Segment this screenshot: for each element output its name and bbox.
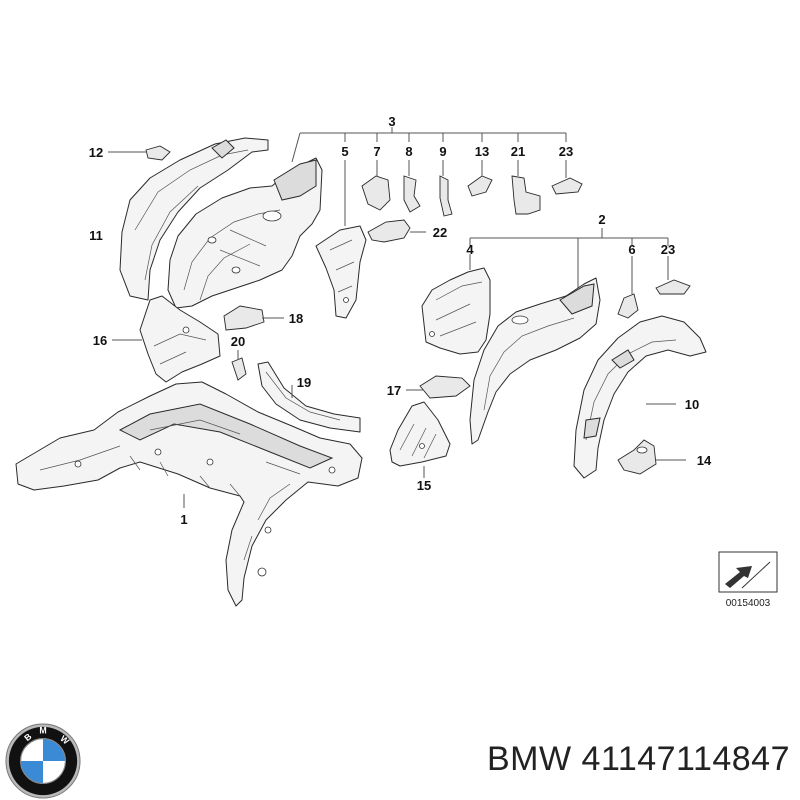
part-18-bracket [223, 305, 284, 331]
callout-2-bracket [469, 228, 669, 290]
callout-1: 1 [180, 512, 187, 527]
part-16-side-panel [112, 295, 221, 383]
part-23-bracket-right [655, 256, 691, 295]
callout-2: 2 [598, 212, 605, 227]
part-17-bracket [406, 375, 471, 399]
svg-text:B: B [22, 731, 33, 743]
callout-22: 22 [433, 225, 447, 240]
direction-arrow-icon [725, 566, 752, 588]
callout-9: 9 [439, 144, 446, 159]
part-15-panel [389, 401, 451, 478]
part-12-clip [108, 145, 171, 161]
part-4-panel [421, 254, 491, 355]
callout-15: 15 [417, 478, 431, 493]
bmw-logo: B M W [5, 723, 81, 799]
part-9-bracket [439, 160, 453, 217]
svg-text:M: M [39, 726, 46, 736]
reference-number: 00154003 [726, 598, 771, 609]
part-number-caption: BMW 41147114847 [487, 740, 790, 778]
part-10-wheel-arch-liner [573, 315, 707, 479]
part-23-bracket-top [551, 160, 583, 195]
part-11-wheel-arch-outer [119, 137, 269, 301]
part-2-wheel-house-right [469, 277, 601, 445]
callout-14: 14 [697, 453, 712, 468]
part-6-clip [617, 256, 639, 319]
callout-3-bracket [291, 127, 567, 163]
callout-17: 17 [387, 383, 401, 398]
reference-box: 00154003 [718, 551, 778, 609]
part-5-bracket-plate [315, 160, 367, 319]
part-20-clip [231, 350, 247, 381]
callout-6: 6 [628, 242, 635, 257]
part-22-bracket [367, 219, 426, 243]
callout-16: 16 [93, 333, 107, 348]
part-19-rail [257, 361, 361, 433]
callout-8: 8 [405, 144, 412, 159]
callout-labels: 3 5 7 8 9 13 21 23 12 11 22 2 4 6 23 18 … [89, 114, 712, 527]
part-7-bracket [361, 160, 391, 211]
callout-18: 18 [289, 311, 303, 326]
part-13-bracket [467, 160, 493, 197]
callout-13: 13 [475, 144, 489, 159]
callout-23-right: 23 [661, 242, 675, 257]
part-14-mount [617, 439, 686, 475]
part-8-bracket [403, 160, 421, 213]
callout-3: 3 [388, 114, 395, 129]
part-3-wheel-house-inner [167, 157, 323, 309]
callout-23-top: 23 [559, 144, 573, 159]
callout-20: 20 [231, 334, 245, 349]
callout-5: 5 [341, 144, 348, 159]
callout-7: 7 [373, 144, 380, 159]
callout-21: 21 [511, 144, 525, 159]
callout-10: 10 [685, 397, 699, 412]
callout-11: 11 [89, 228, 103, 243]
part-21-bracket [511, 160, 541, 215]
callout-19: 19 [297, 375, 311, 390]
callout-12: 12 [89, 145, 103, 160]
part-1-rear-frame [15, 381, 363, 607]
callout-4: 4 [466, 242, 474, 257]
